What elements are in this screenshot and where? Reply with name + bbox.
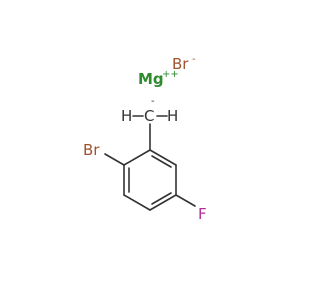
ring-bromine-label: Br [83, 141, 100, 159]
bromide-charge: - [192, 54, 196, 65]
hydrogen-right-label: H [167, 107, 178, 125]
ring-bond-1 [123, 149, 151, 166]
bromide-label: Br [172, 55, 189, 73]
molecule-structure: Br - Mg ++ H C - H Br F [83, 54, 207, 223]
magnesium-charge: ++ [162, 69, 179, 80]
ring-double-bond-3 [151, 155, 172, 168]
ring-bond-3 [123, 194, 151, 211]
ring-bond-6 [149, 149, 177, 166]
ring-double-bond-2 [151, 192, 172, 205]
fluorine-label: F [198, 205, 207, 223]
magnesium-label: Mg [138, 70, 164, 88]
hydrogen-left-label: H [121, 107, 132, 125]
carbanion-label: C [144, 107, 154, 125]
structure-canvas: Br - Mg ++ H C - H Br F [83, 54, 207, 223]
carbanion-charge: - [151, 96, 155, 107]
bond-ring-f [175, 194, 196, 207]
bond-ring-br [104, 153, 125, 166]
ring-bond-4 [149, 194, 177, 211]
